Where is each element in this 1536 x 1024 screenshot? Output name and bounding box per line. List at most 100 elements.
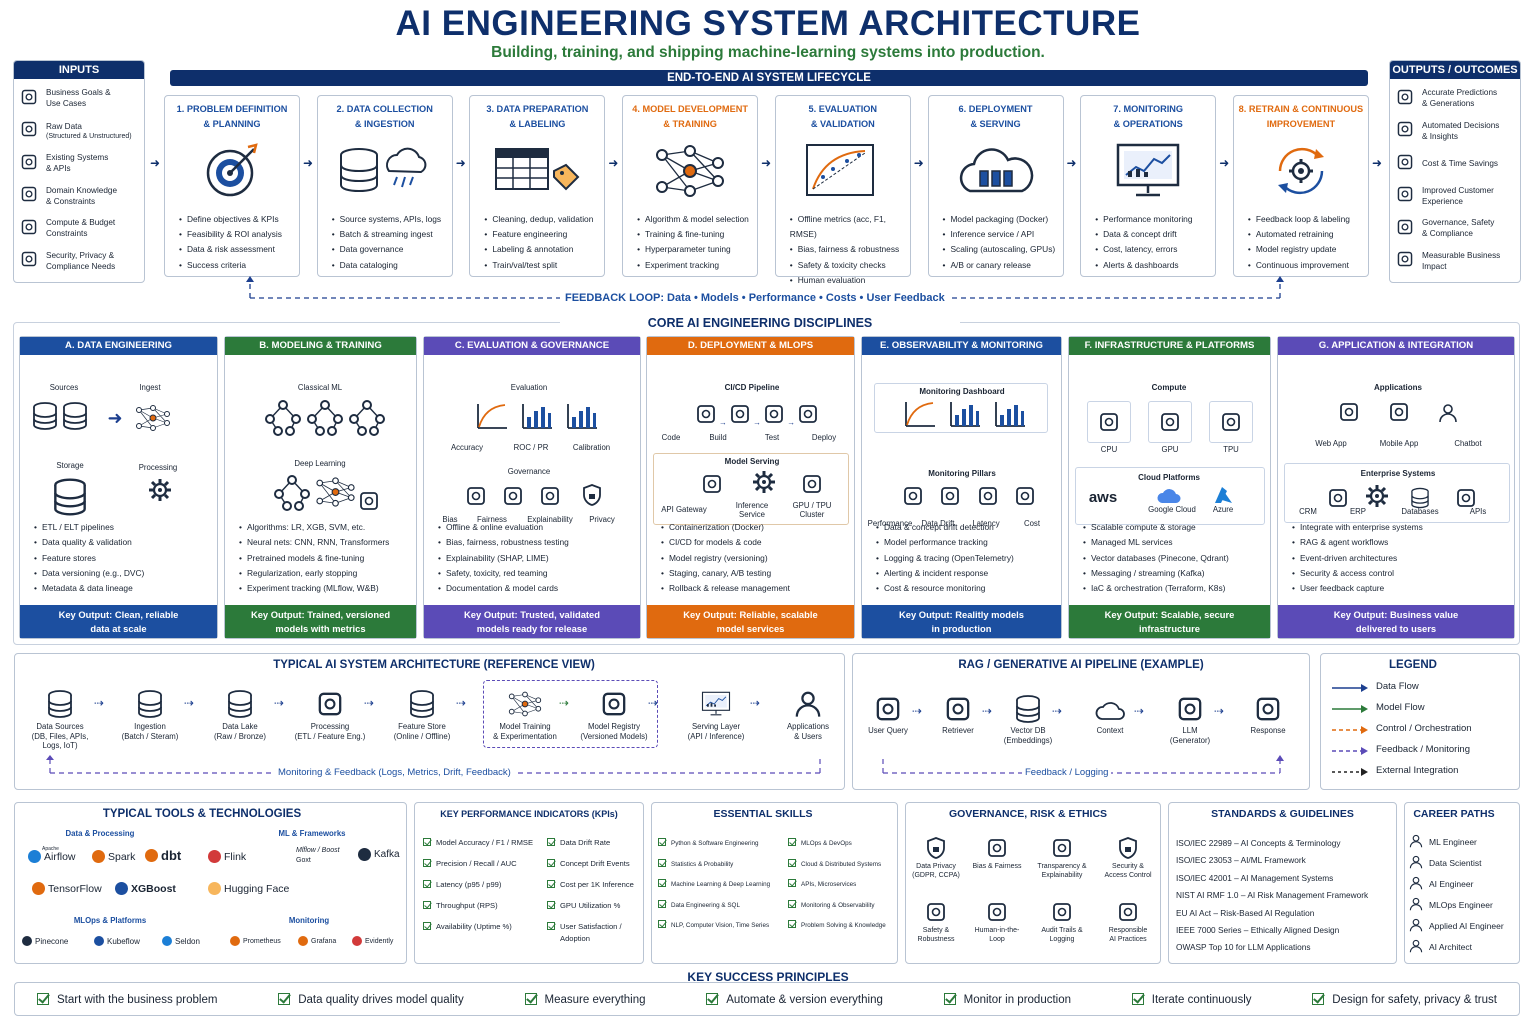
reference-feedback-line bbox=[46, 755, 821, 774]
label-cicd: CI/CD Pipeline bbox=[724, 383, 780, 392]
stage-bullet: Model registry update bbox=[1248, 242, 1368, 257]
input-item-text: Existing Systems& APIs bbox=[46, 152, 108, 174]
stage-bullet: Experiment tracking bbox=[637, 258, 757, 273]
stage-title-line2: & VALIDATION bbox=[810, 119, 875, 129]
lock-icon bbox=[906, 834, 966, 862]
stage-title-line2: & SERVING bbox=[970, 119, 1021, 129]
legend-item-label: Data Flow bbox=[1376, 681, 1419, 692]
stage-bullet: Cleaning, dedup, validation bbox=[484, 212, 604, 227]
arrow-right-icon: ➜ bbox=[608, 156, 619, 170]
network-icon bbox=[128, 403, 178, 436]
stage-bullet: Data & concept drift bbox=[1095, 227, 1215, 242]
evaluation-charts-icon bbox=[442, 401, 632, 434]
label-databases: Databases bbox=[1401, 507, 1439, 516]
reference-node[interactable]: Processing(ETL / Feature Eng.) bbox=[290, 686, 370, 741]
tool-hugging-face: Hugging Face bbox=[208, 882, 289, 895]
lifecycle-stage-8[interactable]: 8. RETRAIN & CONTINUOUSIMPROVEMENTFeedba… bbox=[1232, 95, 1369, 277]
career-item: Applied AI Engineer bbox=[1409, 918, 1504, 934]
stage-title-line2: & TRAINING bbox=[663, 119, 717, 129]
lifecycle-stage-7[interactable]: 7. MONITORING& OPERATIONSPerformance mon… bbox=[1080, 95, 1217, 277]
input-item-line2: & APIs bbox=[46, 164, 71, 174]
output-item-icon bbox=[1396, 250, 1414, 271]
reference-node[interactable]: Data Lake(Raw / Bronze) bbox=[200, 686, 280, 741]
rag-node[interactable]: Vector DB(Embeddings) bbox=[998, 692, 1058, 745]
reference-node[interactable]: Model Training& Experimentation bbox=[485, 686, 565, 741]
reference-node[interactable]: Feature Store(Online / Offline) bbox=[382, 686, 462, 741]
lifecycle-stage-4[interactable]: 4. MODEL DEVELOPMENT& TRAININGAlgorithm … bbox=[622, 95, 759, 277]
stage-bullet: Feedback loop & labeling bbox=[1248, 212, 1368, 227]
reference-node-label: (Raw / Bronze) bbox=[214, 731, 266, 741]
standard-item: ISO/IEC 22989 – AI Concepts & Terminolog… bbox=[1176, 838, 1341, 848]
tools-group-mlops: MLOps & Platforms bbox=[73, 916, 147, 925]
reference-node[interactable]: Model Registry(Versioned Models) bbox=[574, 686, 654, 741]
legend-arrow-icon bbox=[1332, 684, 1368, 692]
lifecycle-stage-2[interactable]: 2. DATA COLLECTION& INGESTIONSource syst… bbox=[316, 95, 453, 277]
reference-node[interactable]: Ingestion(Batch / Steram) bbox=[110, 686, 190, 741]
stage-bullet: Training & fine-tuning bbox=[637, 227, 757, 242]
key-output-line2: models with metrics bbox=[275, 622, 366, 634]
stage-bullets: Feedback loop & labelingAutomated retrai… bbox=[1234, 206, 1368, 273]
governance-icon bbox=[1098, 898, 1158, 926]
tool-flink: Flink bbox=[208, 850, 246, 863]
stage-title-line1: 8. RETRAIN & CONTINUOUS bbox=[1238, 104, 1364, 114]
key-output-line1: Key Output: Realitly models bbox=[898, 609, 1025, 620]
rag-node[interactable]: Response bbox=[1238, 692, 1298, 736]
label-azure: Azure bbox=[1212, 505, 1234, 514]
rag-node[interactable]: Retriever bbox=[928, 692, 988, 736]
stage-title: 4. MODEL DEVELOPMENT& TRAINING bbox=[623, 96, 757, 132]
lifecycle-stage-1[interactable]: 1. PROBLEM DEFINITION& PLANNINGDefine ob… bbox=[164, 95, 300, 277]
rag-node-label: Vector DB bbox=[1010, 726, 1046, 735]
tool-name: Hugging Face bbox=[224, 882, 290, 895]
reference-node[interactable]: Data Sources(DB, Files, APIs,Logs, IoT) bbox=[20, 686, 100, 751]
governance-sublabel: Robustness bbox=[917, 936, 955, 944]
standard-item: OWASP Top 10 for LLM Applications bbox=[1176, 942, 1311, 953]
rag-node[interactable]: User Query bbox=[858, 692, 918, 736]
reference-node[interactable]: Serving Layer(API / Inference) bbox=[676, 686, 756, 741]
discipline-bullet: Integrate with enterprise systems bbox=[1292, 520, 1508, 535]
rag-node[interactable]: LLM(Generator) bbox=[1160, 692, 1220, 745]
lifecycle-stage-6[interactable]: 6. DEPLOYMENT& SERVINGModel packaging (D… bbox=[927, 95, 1064, 277]
principle-item: Start with the business problem bbox=[37, 990, 217, 1008]
cicd-pipeline-icons: → → → bbox=[657, 403, 857, 428]
principle-item: Design for safety, privacy & trust bbox=[1312, 990, 1497, 1008]
compute-chip-box bbox=[1209, 401, 1253, 443]
governance-label: Bias & Fairness bbox=[972, 863, 1022, 870]
input-item-icon bbox=[20, 250, 38, 271]
arrow-right-icon: ➜ bbox=[761, 156, 772, 170]
stage-title-line2: & LABELING bbox=[509, 119, 566, 129]
lifecycle-stage-5[interactable]: 5. EVALUATION& VALIDATIONOffline metrics… bbox=[774, 95, 911, 285]
discipline-bullet: Neural nets: CNN, RNN, Transformers bbox=[239, 535, 410, 550]
pillar-icons bbox=[874, 485, 1064, 510]
stage-bullet: Inference service / API bbox=[943, 227, 1063, 242]
discipline-bullet: Explainability (SHAP, LIME) bbox=[438, 551, 634, 566]
tool-mlflow: Mlflow / Boost bbox=[296, 847, 340, 854]
tool-logo-icon bbox=[22, 936, 32, 946]
rag-node-icon bbox=[998, 692, 1058, 726]
tool-spark: Spark bbox=[92, 850, 135, 863]
key-output-line2: model services bbox=[716, 622, 785, 634]
reference-node[interactable]: Applications& Users bbox=[768, 686, 848, 741]
tool-logo-icon bbox=[352, 936, 362, 946]
label-monitoring-pillars: Monitoring Pillars bbox=[928, 469, 996, 478]
discipline-bullet: Staging, canary, A/B testing bbox=[661, 566, 848, 581]
career-label: Data Scientist bbox=[1429, 858, 1482, 868]
stage-title: 7. MONITORING& OPERATIONS bbox=[1081, 96, 1215, 132]
output-item-line1: Improved Customer bbox=[1422, 185, 1494, 195]
rag-node[interactable]: Context bbox=[1080, 692, 1140, 736]
stage-bullet: Data governance bbox=[332, 242, 452, 257]
kpi-label: Model Accuracy / F1 / RMSE bbox=[436, 838, 534, 847]
lifecycle-stage-3[interactable]: 3. DATA PREPARATION& LABELINGCleaning, d… bbox=[469, 95, 606, 277]
discipline-header: F. INFRASTRUCTURE & PLATFORMS bbox=[1069, 337, 1270, 355]
tool-name: Airflow bbox=[44, 850, 76, 863]
label-cloud-platforms: Cloud Platforms bbox=[1138, 473, 1200, 482]
reference-node-label: Data Sources bbox=[36, 722, 84, 731]
